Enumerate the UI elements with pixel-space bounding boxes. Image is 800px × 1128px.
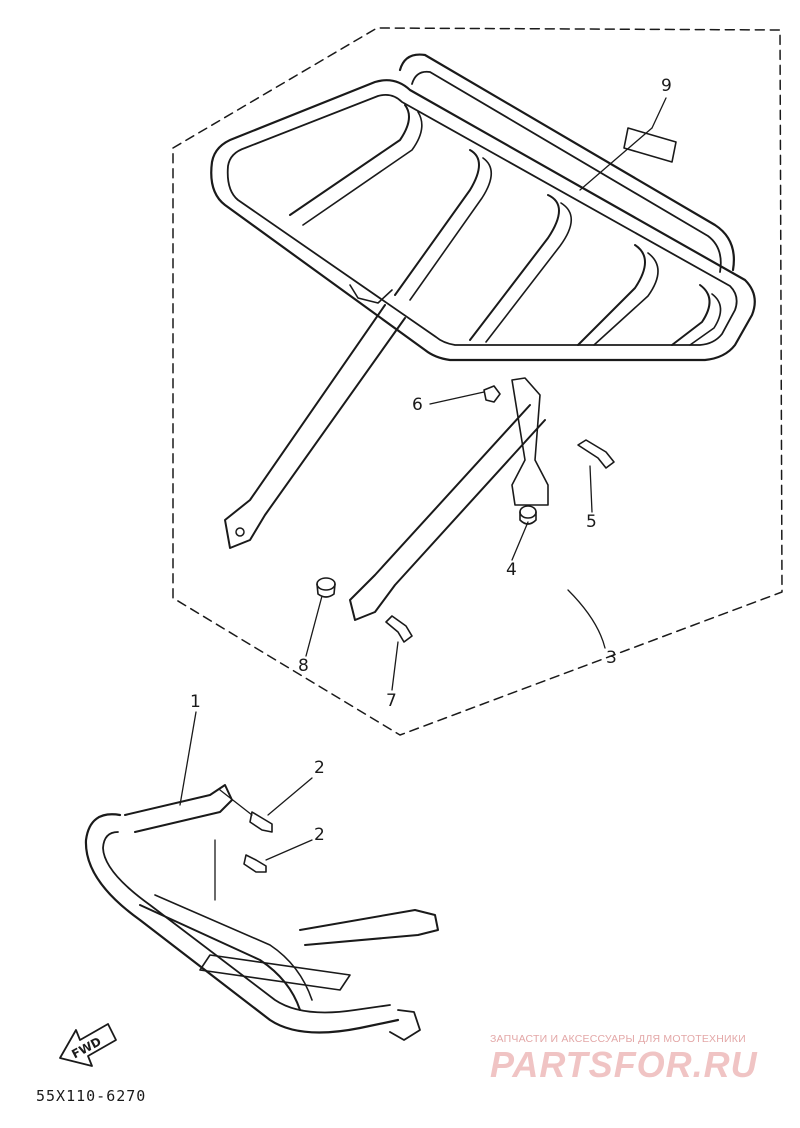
callout-7: 7	[386, 691, 397, 711]
bolt-5	[577, 439, 615, 469]
leader-lines	[179, 97, 667, 861]
callout-6: 6	[412, 395, 423, 415]
part-code: 55X110-6270	[36, 1087, 147, 1105]
fwd-arrow: FWD	[59, 1023, 117, 1067]
callout-8: 8	[298, 656, 309, 676]
callout-1: 1	[190, 692, 201, 712]
bolt-7	[385, 615, 413, 643]
callout-4: 4	[506, 560, 517, 580]
callout-3: 3	[606, 648, 617, 668]
callout-5: 5	[586, 512, 597, 532]
callout-2-lower: 2	[314, 825, 325, 845]
collar-4	[519, 505, 537, 525]
assembly-3-boundary	[172, 27, 783, 736]
bolt-2-upper	[249, 811, 273, 833]
bolt-2-lower	[243, 854, 267, 873]
watermark-brand: PARTSFOR.RU	[490, 1044, 758, 1085]
label-9	[623, 127, 677, 163]
front-bumper	[84, 784, 439, 1041]
washer-8	[316, 577, 336, 598]
callout-2-upper: 2	[314, 758, 325, 778]
callout-9: 9	[661, 76, 672, 96]
rear-carrier	[210, 53, 756, 621]
nut-6	[483, 385, 501, 403]
watermark-tagline: ЗАПЧАСТИ И АКСЕССУАРЫ ДЛЯ МОТОТЕХНИКИ	[490, 1033, 746, 1045]
